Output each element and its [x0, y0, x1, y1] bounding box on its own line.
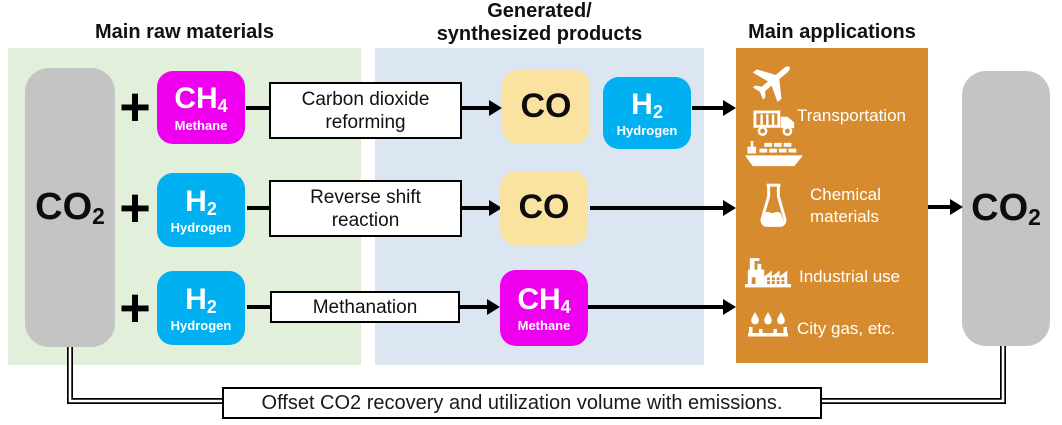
gas-burner-icon: [748, 312, 788, 337]
methane-label: Methane: [517, 318, 571, 334]
offset-note-box: Offset CO2 recovery and utilization volu…: [222, 387, 822, 419]
arrowhead-icon: [487, 299, 500, 315]
products-title-line1: Generated/: [487, 0, 592, 22]
connector-line: [246, 106, 269, 110]
co2-formula: CO2: [35, 186, 105, 230]
applications-panel: [736, 48, 928, 363]
hydrogen-label: Hydrogen: [170, 318, 232, 334]
flask-icon: [760, 183, 787, 227]
process-line1: Carbon dioxide: [301, 88, 430, 110]
hydrogen-formula: H2: [631, 87, 663, 122]
arrow-line: [928, 205, 951, 209]
truck-icon: [753, 110, 795, 136]
hydrogen-product-badge: H2 Hydrogen: [603, 77, 691, 149]
airplane-icon: [752, 66, 790, 102]
connector-line: [247, 206, 269, 210]
connector-line: [247, 305, 270, 309]
hydrogen-label: Hydrogen: [170, 220, 232, 236]
chemical-materials-label: Chemical materials: [810, 184, 881, 228]
plus-icon: +: [119, 278, 151, 338]
plus-icon: +: [119, 77, 151, 137]
process-line1: Methanation: [312, 296, 418, 318]
methane-formula: CH4: [517, 282, 571, 317]
applications-title: Main applications: [748, 21, 916, 43]
co-formula: CO: [518, 188, 570, 227]
products-title: Generated/ synthesized products: [375, 0, 704, 46]
arrowhead-icon: [950, 199, 963, 215]
process-line2: reaction: [331, 209, 400, 231]
chemical-label-line2: materials: [810, 207, 879, 226]
carbon-dioxide-reforming-box: Carbon dioxide reforming: [269, 82, 462, 139]
methane-product-badge: CH4 Methane: [500, 270, 588, 346]
process-line1: Reverse shift: [310, 186, 421, 208]
arrow-line: [588, 305, 724, 309]
industrial-use-label: Industrial use: [799, 267, 901, 286]
co2-emission-box: CO2: [962, 71, 1050, 346]
arrow-line: [460, 305, 488, 309]
offset-note-text: Offset CO2 recovery and utilization volu…: [261, 391, 783, 414]
arrowhead-icon: [723, 100, 736, 116]
arrowhead-icon: [723, 200, 736, 216]
plus-icon: +: [119, 178, 151, 238]
arrow-line: [462, 206, 490, 210]
factory-icon: [745, 258, 792, 288]
reverse-shift-reaction-box: Reverse shift reaction: [269, 180, 462, 237]
arrow-line: [590, 206, 724, 210]
transportation-label: Transportation: [797, 106, 906, 125]
co2-formula: CO2: [971, 187, 1041, 231]
cargo-ship-icon: [745, 140, 803, 167]
hydrogen-formula: H2: [185, 282, 217, 317]
city-gas-label: City gas, etc.: [797, 319, 896, 338]
methane-input-badge: CH4 Methane: [157, 71, 245, 144]
products-title-line2: synthesized products: [436, 23, 643, 45]
methanation-box: Methanation: [270, 291, 460, 323]
hydrogen-input-badge: H2 Hydrogen: [157, 271, 245, 345]
chemical-label-line1: Chemical: [810, 185, 881, 204]
co-product-badge: CO: [500, 171, 588, 245]
hydrogen-input-badge: H2 Hydrogen: [157, 173, 245, 247]
process-line2: reforming: [325, 111, 406, 133]
hydrogen-formula: H2: [185, 184, 217, 219]
arrowhead-icon: [489, 200, 502, 216]
co-formula: CO: [520, 87, 572, 126]
co2-source-box: CO2: [25, 68, 115, 347]
methane-label: Methane: [174, 117, 228, 133]
arrowhead-icon: [489, 100, 502, 116]
co-product-badge: CO: [502, 70, 590, 144]
raw-materials-title: Main raw materials: [95, 21, 274, 43]
arrow-line: [462, 106, 490, 110]
arrow-line: [692, 106, 724, 110]
hydrogen-label: Hydrogen: [616, 123, 678, 139]
methane-formula: CH4: [174, 82, 228, 117]
arrowhead-icon: [723, 299, 736, 315]
